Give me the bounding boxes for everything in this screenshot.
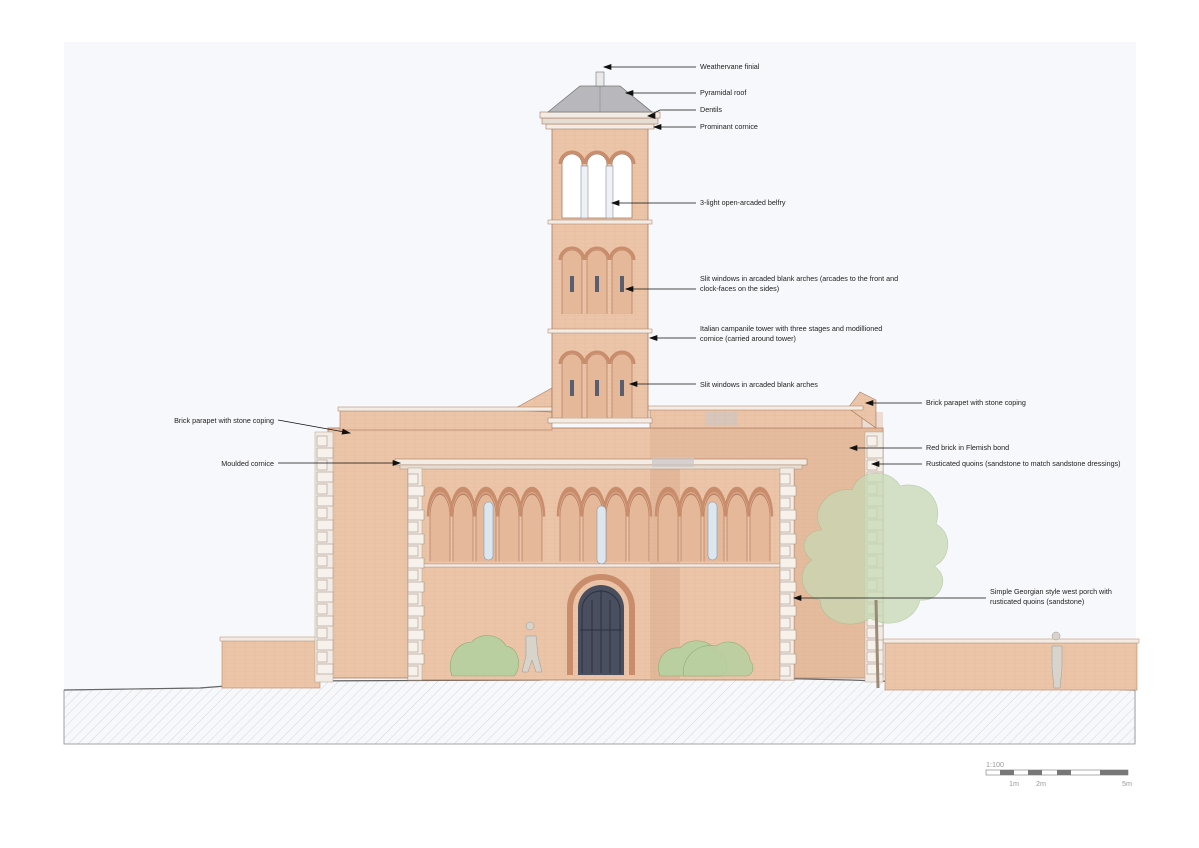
- west-porch: [394, 457, 808, 681]
- label-parapet-left: Brick parapet with stone coping: [174, 416, 274, 425]
- label-roof: Pyramidal roof: [700, 88, 746, 97]
- slit-window: [595, 380, 599, 396]
- boundary-walls: [219, 636, 1140, 691]
- label-red-brick: Red brick in Flemish bond: [926, 443, 1009, 452]
- blank-arch: [497, 490, 521, 562]
- arched-window: [596, 505, 607, 565]
- blank-arch: [656, 490, 680, 562]
- blank-arch: [520, 490, 544, 562]
- porch-quoins: [407, 473, 797, 677]
- belfry-column: [605, 165, 614, 219]
- scale-label-2m: 2m: [1036, 779, 1046, 788]
- blank-arch: [725, 490, 749, 562]
- label-moulded-cornice: Moulded cornice: [221, 459, 274, 468]
- belfry-opening: [586, 153, 608, 219]
- scale-label-5m: 5m: [1122, 779, 1132, 788]
- left-quoins: [316, 435, 334, 675]
- shrubs-and-tree: [450, 472, 949, 689]
- slit-window: [620, 380, 624, 396]
- blank-arch: [679, 490, 703, 562]
- label-belfry: 3-light open-arcaded belfry: [700, 198, 786, 207]
- label-slit-upper-2: clock-faces on the sides): [700, 284, 779, 293]
- label-campanile-2: cornice (carried around tower): [700, 334, 796, 343]
- label-dentils: Dentils: [700, 105, 722, 114]
- scale-ratio: 1:100: [986, 760, 1004, 769]
- arched-window: [707, 501, 718, 561]
- label-campanile-1: Italian campanile tower with three stage…: [700, 324, 882, 333]
- belfry-opening: [611, 153, 633, 219]
- blank-arch: [748, 490, 772, 562]
- arched-window: [483, 501, 494, 561]
- label-quoins: Rusticated quoins (sandstone to match sa…: [926, 459, 1121, 468]
- label-cornice: Prominant cornice: [700, 122, 758, 131]
- campanile-tower: [539, 71, 661, 424]
- scale-bar: 1:100 1m 2m 5m: [985, 760, 1132, 788]
- blank-arch: [451, 490, 475, 562]
- label-porch-1: Simple Georgian style west porch with: [990, 587, 1112, 596]
- human-figures: [521, 621, 1063, 689]
- label-finial: Weathervane finial: [700, 62, 760, 71]
- label-porch-2: rusticated quoins (sandstone): [990, 597, 1084, 606]
- label-slit-upper-1: Slit windows in arcaded blank arches (ar…: [700, 274, 898, 283]
- belfry-column: [580, 165, 589, 219]
- blank-arch: [604, 490, 628, 562]
- scale-label-1m: 1m: [1009, 779, 1019, 788]
- blank-arch: [627, 490, 651, 562]
- slit-window: [620, 276, 624, 292]
- label-parapet-right: Brick parapet with stone coping: [926, 398, 1026, 407]
- belfry-opening: [561, 153, 583, 219]
- slit-window: [570, 380, 574, 396]
- weathervane-finial: [595, 71, 605, 87]
- slit-window: [595, 276, 599, 292]
- blank-arch: [428, 490, 452, 562]
- annotation-labels: Weathervane finial Pyramidal roof Dentil…: [174, 62, 1120, 606]
- leader-lines: [277, 64, 986, 601]
- slit-window: [570, 276, 574, 292]
- blank-arch: [558, 490, 582, 562]
- label-slit-lower: Slit windows in arcaded blank arches: [700, 380, 818, 389]
